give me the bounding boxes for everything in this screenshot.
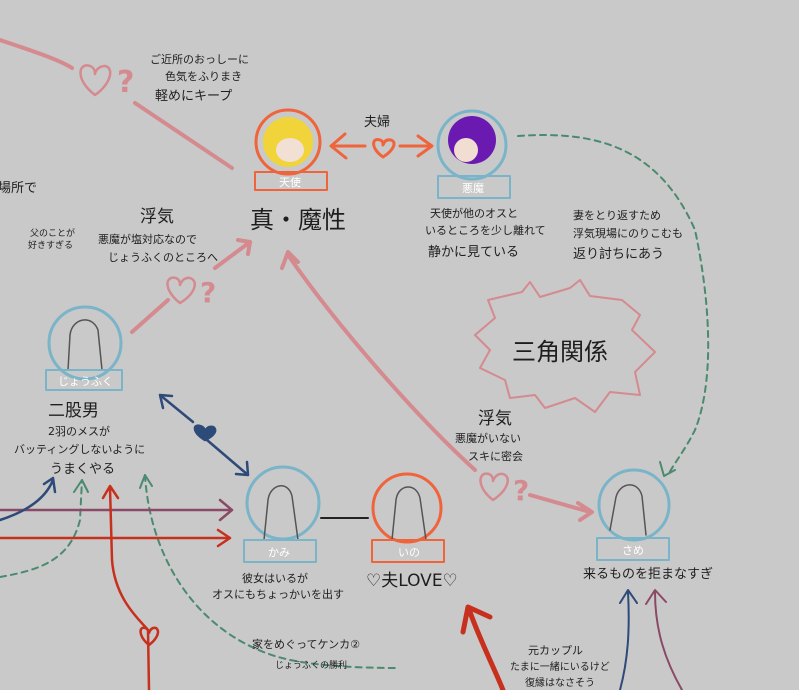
link-to-angel-from-topleft: [133, 101, 234, 170]
heart-icon: [479, 472, 509, 502]
link-top-left: [0, 38, 74, 70]
affair1-arrow: [130, 238, 252, 334]
triangle-label: 三角関係: [512, 338, 608, 366]
devil-desc-line: 天使が他のオスと: [430, 206, 518, 220]
same-note-line: 返り討ちにあう: [573, 246, 664, 262]
question-icon: ?: [117, 65, 134, 100]
angel-node[interactable]: 天使: [254, 108, 328, 191]
same-note-line: 妻をとり返すため: [573, 209, 661, 222]
jofuku-desc-line: うまくやる: [50, 462, 115, 477]
devil-desc-line: いるところを少し離れて: [425, 223, 546, 237]
left-arrows: [0, 476, 234, 690]
jofuku-desc-line: バッティングしないように: [14, 442, 145, 456]
same-name: さめ: [622, 544, 644, 557]
left-edge-text: 場所で: [0, 181, 37, 196]
jofuku-name: じょうふく: [58, 375, 113, 388]
bird-icon: [609, 484, 647, 536]
green-arrowhead: [73, 461, 676, 493]
bird-icon: [67, 319, 103, 371]
affair2-line: 悪魔がいない: [455, 431, 521, 445]
heart-icon: [139, 626, 160, 647]
top-note-line: 色気をふりまき: [165, 69, 242, 83]
heart-icon: [166, 276, 196, 305]
affair1-title: 浮気: [140, 207, 174, 227]
ino-name: いの: [398, 546, 420, 559]
kami-name: かみ: [268, 546, 290, 559]
ex-note-line: 復縁はなさそう: [525, 676, 595, 689]
jofuku-desc-line: 2羽のメスが: [48, 424, 110, 438]
jofuku-node[interactable]: じょうふく: [45, 305, 123, 391]
question-icon: ?: [200, 276, 216, 309]
ino-node[interactable]: いの: [371, 472, 445, 563]
jofuku-desc-title: 二股男: [48, 401, 99, 421]
ino-desc: ♡夫LOVE♡: [366, 571, 458, 591]
affair2-line: スキに密会: [468, 449, 523, 463]
kami-node[interactable]: かみ: [243, 465, 321, 563]
affair1-line: 悪魔が塩対応なので: [98, 232, 197, 246]
question-icon: ?: [513, 474, 529, 507]
devil-desc-line: 静かに見ている: [428, 245, 519, 260]
same-note-line: 浮気現場にのりこむも: [573, 226, 683, 240]
affair2-to-same: [528, 493, 594, 522]
angel-name: 天使: [279, 176, 301, 189]
couple-label: 夫婦: [364, 114, 390, 130]
kami-desc-line: オスにもちょっかいを出す: [212, 587, 344, 601]
triangle-burst: [474, 279, 656, 413]
top-note-line: 軽めにキープ: [155, 89, 232, 104]
broken-heart-icon: [193, 424, 217, 442]
broken-heart-link: [158, 393, 250, 477]
affair2-arrow: [280, 250, 477, 472]
devil-name: 悪魔: [462, 181, 484, 195]
ex-note-line: 元カップル: [528, 644, 583, 657]
ex-note-line: たまに一緒にいるけど: [510, 660, 610, 673]
bird-icon: [263, 485, 299, 541]
heart-question-marks: ? ? ?: [79, 64, 529, 507]
same-node[interactable]: さめ: [596, 468, 671, 561]
couple-arrow: [329, 132, 434, 160]
heart-icon: [372, 138, 396, 159]
kami-desc-line: 彼女はいるが: [242, 571, 308, 585]
fight-note-line: 家をめぐってケンカ②: [252, 637, 360, 651]
affair1-line: じょうふくのところへ: [108, 251, 218, 264]
heart-icon: [79, 64, 112, 97]
bottom-arrows: [460, 589, 683, 690]
top-note-line: ご近所のおっしーに: [150, 52, 249, 66]
father-note-line: 好きすぎる: [28, 239, 73, 251]
father-note-line: 父のことが: [30, 227, 75, 239]
affair2-title: 浮気: [478, 409, 512, 429]
same-desc: 来るものを拒まなすぎ: [583, 567, 713, 582]
bird-icon: [391, 486, 427, 541]
fight-note-line: じょうふくの勝利: [275, 659, 347, 671]
green-dashed-links: [0, 134, 710, 669]
devil-node[interactable]: 悪魔: [436, 109, 511, 199]
pink-links: [0, 38, 594, 522]
angel-desc: 真・魔性: [250, 206, 346, 234]
